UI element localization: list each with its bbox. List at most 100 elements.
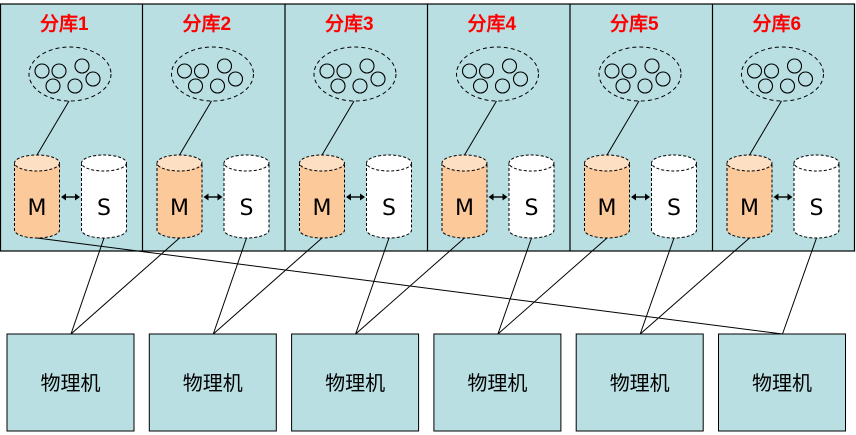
master-db-cylinder-label: M: [740, 196, 759, 221]
slave-db-cylinder-body: [651, 162, 697, 239]
master-db-cylinder-body: [14, 162, 60, 239]
machine-label: 物理机: [41, 371, 101, 395]
table-circle: [193, 63, 210, 79]
table-cluster-icon: [741, 46, 824, 102]
cluster-to-master-line: [321, 100, 355, 156]
table-cluster-icon: [598, 46, 682, 102]
table-circle: [34, 63, 50, 79]
host-link-slave: [639, 237, 675, 335]
cluster-outline: [313, 46, 397, 102]
table-circle: [512, 71, 529, 87]
table-circle: [604, 63, 620, 79]
master-db-cylinder: M: [441, 154, 488, 239]
master-db-cylinder: M: [584, 154, 630, 239]
slave-db-cylinder: S: [81, 154, 127, 239]
table-circle: [763, 63, 780, 79]
table-cluster-icon: [171, 46, 254, 102]
host-link-slave: [497, 237, 532, 335]
slave-db-cylinder-label: S: [97, 196, 111, 221]
slave-db-cylinder-body: [366, 162, 412, 239]
master-db-cylinder-body: [156, 162, 203, 239]
slave-db-cylinder-top: [508, 154, 555, 172]
slave-db-cylinder-top: [223, 154, 270, 172]
table-circle: [209, 78, 226, 94]
bidirectional-arrow-icon: [631, 193, 650, 201]
slave-db-cylinder-label: S: [667, 196, 681, 221]
table-cluster-icon: [313, 46, 397, 102]
host-link-master: [497, 237, 608, 335]
cluster-outline: [598, 46, 682, 102]
table-circle: [637, 78, 653, 94]
slave-db-cylinder-top: [793, 154, 840, 172]
physical-machine: 物理机: [148, 333, 277, 432]
master-db-cylinder-top: [726, 154, 773, 172]
shard-title: 分库5: [610, 12, 659, 35]
table-circle: [74, 58, 90, 74]
machine-label: 物理机: [610, 371, 670, 395]
slave-db-cylinder-body: [793, 162, 840, 239]
slave-db-cylinder-body: [81, 162, 127, 239]
table-circle: [176, 63, 193, 79]
master-db-cylinder-top: [299, 154, 345, 172]
slave-db-cylinder-top: [651, 154, 697, 172]
shard-title: 分库4: [468, 12, 517, 35]
master-db-cylinder-body: [441, 162, 488, 239]
master-db-cylinder-body: [299, 162, 345, 239]
slave-db-cylinder: S: [793, 154, 840, 239]
physical-machine: 物理机: [575, 333, 704, 432]
table-cluster-icon: [456, 46, 539, 102]
master-db-cylinder-top: [441, 154, 488, 172]
shard-title: 分库1: [40, 12, 89, 35]
table-circle: [478, 63, 495, 79]
slave-db-cylinder: S: [366, 154, 412, 239]
shard-title: 分库6: [753, 12, 802, 35]
bidirectional-arrow-icon: [773, 193, 793, 201]
table-circle: [67, 78, 83, 94]
machine-box: [575, 333, 704, 432]
master-db-cylinder-top: [156, 154, 203, 172]
machine-label: 物理机: [183, 371, 243, 395]
physical-machine: 物理机: [718, 333, 846, 432]
master-db-cylinder-label: M: [598, 196, 617, 221]
master-db-cylinder-label: M: [170, 196, 189, 221]
table-circle: [494, 78, 511, 94]
machine-box: [291, 333, 420, 432]
table-circle: [644, 58, 660, 74]
bidirectional-arrow-icon: [61, 193, 80, 201]
master-db-cylinder: M: [726, 154, 773, 239]
physical-machine: 物理机: [291, 333, 420, 432]
host-link-slave: [355, 237, 390, 335]
table-circle: [359, 58, 375, 74]
table-circle: [786, 58, 803, 74]
table-circle: [797, 71, 814, 87]
table-circle: [746, 63, 763, 79]
machine-box: [718, 333, 846, 432]
slave-db-cylinder: S: [508, 154, 555, 239]
table-circle: [51, 63, 67, 79]
table-cluster-icon: [28, 46, 112, 102]
table-circle: [319, 63, 335, 79]
cluster-to-master-line: [179, 100, 212, 156]
machine-box: [148, 333, 277, 432]
shard-title: 分库2: [183, 12, 232, 35]
master-db-cylinder-top: [14, 154, 60, 172]
master-db-cylinder-label: M: [455, 196, 474, 221]
slave-db-cylinder: S: [223, 154, 270, 239]
physical-machine: 物理机: [6, 333, 135, 432]
slave-db-cylinder-label: S: [382, 196, 396, 221]
bidirectional-arrow-icon: [488, 193, 508, 201]
machine-label: 物理机: [467, 371, 527, 395]
bidirectional-arrow-icon: [346, 193, 365, 201]
table-circle: [352, 78, 368, 94]
table-circle: [779, 78, 796, 94]
slave-db-cylinder-label: S: [810, 196, 824, 221]
table-circle: [336, 63, 352, 79]
table-circle: [461, 63, 478, 79]
master-db-cylinder: M: [299, 154, 345, 239]
